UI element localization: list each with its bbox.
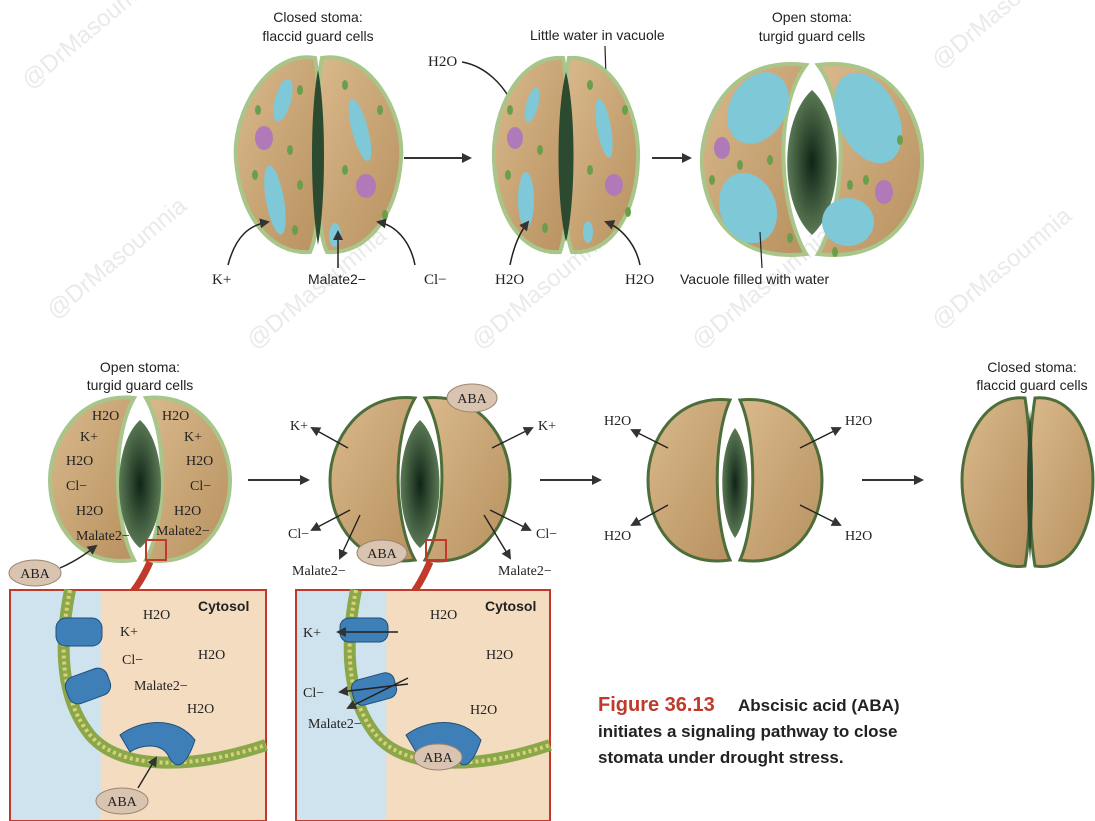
h2o-label: H2O bbox=[187, 702, 214, 717]
cl-label: Cl− bbox=[122, 653, 143, 668]
k-label: K+ bbox=[303, 626, 321, 641]
cytosol-label: Cytosol bbox=[485, 598, 536, 614]
cl-label: Cl− bbox=[66, 479, 87, 494]
cl-label: Cl− bbox=[288, 527, 309, 542]
aba-label: ABA bbox=[107, 795, 137, 810]
top-open-stoma: Open stoma: turgid guard cells Vacuole f… bbox=[680, 9, 922, 287]
guard-cell-right bbox=[563, 58, 638, 252]
k-label: K+ bbox=[120, 625, 138, 640]
malate-label: Malate2− bbox=[134, 679, 188, 694]
k-label: K+ bbox=[538, 419, 556, 434]
vacuole bbox=[329, 223, 341, 247]
inset-efflux-channels: Cytosol ABA K+ H2O H2O Cl− Malate2− H2O bbox=[296, 590, 550, 821]
caption-line-2: initiates a signaling pathway to close bbox=[598, 722, 897, 741]
watermark: @DrMasoumnia bbox=[927, 202, 1078, 335]
h2o-label: H2O bbox=[486, 648, 513, 663]
figure-number: Figure 36.13 bbox=[598, 694, 715, 716]
h2o-label: H2O bbox=[495, 272, 524, 288]
caption-line-1: Abscisic acid (ABA) bbox=[738, 696, 900, 715]
h2o-label: H2O bbox=[625, 272, 654, 288]
k-label: K+ bbox=[184, 430, 202, 445]
cl-label: Cl− bbox=[303, 686, 324, 701]
h2o-label: H2O bbox=[845, 529, 872, 544]
k-ion-label: K+ bbox=[212, 272, 231, 288]
h2o-label: H2O bbox=[162, 409, 189, 424]
bottom-open-label-2: turgid guard cells bbox=[87, 377, 194, 393]
guard-cell-left bbox=[648, 399, 730, 560]
vacuole-filled-label: Vacuole filled with water bbox=[680, 271, 829, 287]
h2o-label: H2O bbox=[66, 454, 93, 469]
malate-label: Malate2− bbox=[292, 564, 346, 579]
top-closed-label-1: Closed stoma: bbox=[273, 9, 362, 25]
vacuole bbox=[822, 198, 874, 246]
watermark: @DrMasoumnia bbox=[242, 222, 393, 355]
bottom-water-efflux-stoma: H2O H2O H2O H2O bbox=[604, 399, 872, 560]
cl-label: Cl− bbox=[190, 479, 211, 494]
h2o-label: H2O bbox=[143, 608, 170, 623]
cl-label: Cl− bbox=[536, 527, 557, 542]
k-label: K+ bbox=[290, 419, 308, 434]
figure-caption: Figure 36.13 Abscisic acid (ABA) initiat… bbox=[598, 694, 900, 767]
bottom-efflux-stoma: ABA K+ K+ Cl− Malate2− Cl− Malate2− ABA bbox=[288, 384, 557, 620]
inset-open-channels: Cytosol H2O K+ Cl− H2O Malate2− H2O ABA bbox=[10, 590, 266, 821]
pore bbox=[722, 428, 748, 538]
guard-cell-right bbox=[1030, 398, 1093, 567]
caption-line-3: stomata under drought stress. bbox=[598, 748, 844, 767]
h2o-label: H2O bbox=[604, 414, 631, 429]
nucleus bbox=[605, 174, 623, 196]
h2o-label: H2O bbox=[198, 648, 225, 663]
malate-label: Malate2− bbox=[76, 529, 130, 544]
k-label: K+ bbox=[80, 430, 98, 445]
aba-label: ABA bbox=[367, 547, 397, 562]
vacuole bbox=[583, 221, 593, 243]
watermark: @DrMasoumnia bbox=[927, 0, 1078, 75]
top-closed-label-2: flaccid guard cells bbox=[262, 28, 373, 44]
malate-label: Malate2− bbox=[498, 564, 552, 579]
h2o-label: H2O bbox=[604, 529, 631, 544]
aba-label: ABA bbox=[20, 567, 50, 582]
nucleus bbox=[255, 126, 273, 150]
malate-label: Malate2− bbox=[156, 524, 210, 539]
little-water-label: Little water in vacuole bbox=[530, 27, 665, 43]
guard-cell-right bbox=[316, 57, 401, 252]
malate-label: Malate2− bbox=[308, 717, 362, 732]
guard-cell-left bbox=[962, 398, 1030, 567]
nucleus bbox=[714, 137, 730, 159]
bottom-closed-label-1: Closed stoma: bbox=[987, 359, 1076, 375]
bottom-closed-label-2: flaccid guard cells bbox=[976, 377, 1087, 393]
cl-ion-label: Cl− bbox=[424, 272, 447, 288]
h2o-label: H2O bbox=[92, 409, 119, 424]
malate-label: Malate2− bbox=[308, 271, 366, 287]
top-open-label-1: Open stoma: bbox=[772, 9, 852, 25]
watermark: @DrMasoumnia bbox=[42, 192, 193, 325]
top-open-label-2: turgid guard cells bbox=[759, 28, 866, 44]
pore bbox=[401, 420, 440, 548]
nucleus bbox=[875, 180, 893, 204]
h2o-label: H2O bbox=[76, 504, 103, 519]
cytosol-label: Cytosol bbox=[198, 598, 249, 614]
bottom-open-stoma: Open stoma: turgid guard cells H2O K+ H2… bbox=[9, 359, 230, 620]
aba-label: ABA bbox=[457, 392, 487, 407]
vacuole bbox=[518, 172, 534, 228]
guard-cell-left bbox=[494, 58, 569, 252]
h2o-label: H2O bbox=[186, 454, 213, 469]
top-closed-stoma: Closed stoma: flaccid guard cells K+ Mal… bbox=[212, 9, 447, 288]
h2o-label: H2O bbox=[174, 504, 201, 519]
guard-cell-right bbox=[740, 399, 822, 560]
bottom-open-label-1: Open stoma: bbox=[100, 359, 180, 375]
h2o-label: H2O bbox=[845, 414, 872, 429]
bottom-closed-stoma: Closed stoma: flaccid guard cells bbox=[962, 359, 1093, 567]
nucleus bbox=[356, 174, 376, 198]
h2o-label: H2O bbox=[428, 54, 457, 70]
nucleus bbox=[507, 127, 523, 149]
watermark: @DrMasoumnia bbox=[17, 0, 168, 95]
h2o-label: H2O bbox=[430, 608, 457, 623]
aba-label: ABA bbox=[423, 751, 453, 766]
h2o-label: H2O bbox=[470, 703, 497, 718]
